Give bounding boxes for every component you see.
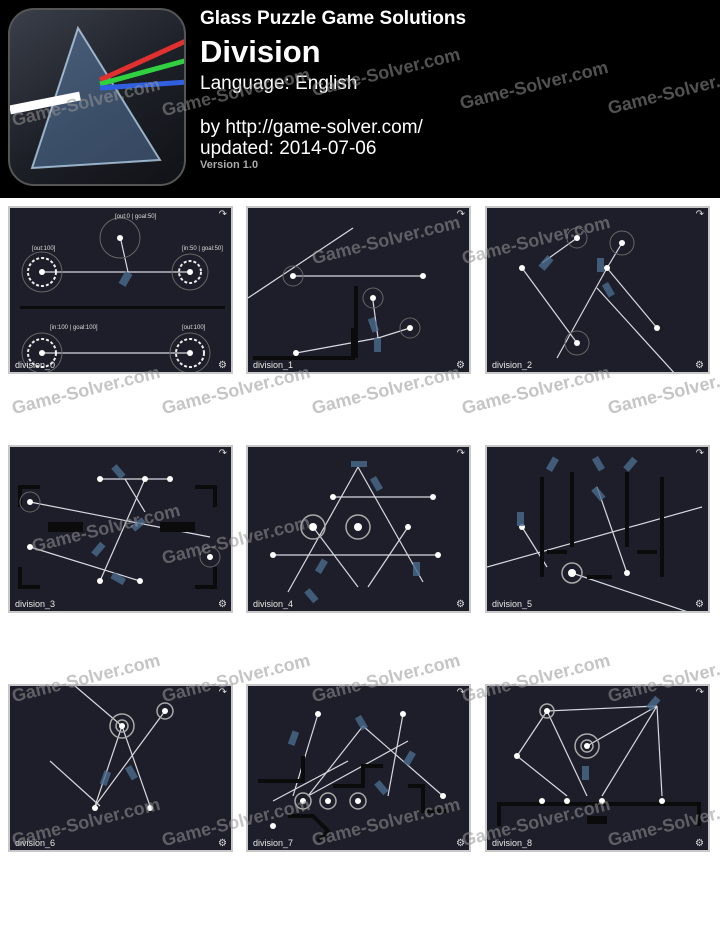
level-tile-division-2[interactable]: division_2 ↷ ⚙ bbox=[485, 206, 710, 374]
level-diagram bbox=[519, 227, 675, 372]
menu-icon[interactable]: ↷ bbox=[218, 687, 227, 698]
annotation: [out:0 | goal:50] bbox=[115, 214, 157, 220]
menu-icon[interactable]: ↷ bbox=[456, 687, 465, 698]
game-title: Glass Puzzle Game Solutions bbox=[200, 8, 467, 29]
gear-icon[interactable]: ⚙ bbox=[456, 838, 465, 849]
annotation: [out:100] bbox=[182, 325, 206, 331]
menu-icon[interactable]: ↷ bbox=[695, 687, 704, 698]
gear-icon[interactable]: ⚙ bbox=[456, 599, 465, 610]
level-tile-division-0[interactable]: [out:0 | goal:50] [out:100] [in:50 | goa… bbox=[8, 206, 233, 374]
gear-icon[interactable]: ⚙ bbox=[456, 360, 465, 371]
level-tile-division-7[interactable]: division_7 ↷ ⚙ bbox=[246, 684, 471, 852]
level-label: division_4 bbox=[253, 599, 294, 609]
language-label: Language: English bbox=[200, 73, 358, 94]
level-diagram bbox=[270, 461, 441, 604]
header: Glass Puzzle Game Solutions Division Lan… bbox=[0, 0, 720, 198]
level-diagram bbox=[487, 455, 703, 611]
gear-icon[interactable]: ⚙ bbox=[695, 360, 704, 371]
level-label: division_6 bbox=[15, 838, 56, 848]
level-label: division_8 bbox=[492, 838, 533, 848]
level-diagram bbox=[18, 464, 221, 589]
source-link[interactable]: by http://game-solver.com/ bbox=[200, 117, 423, 138]
level-label: division_0 bbox=[15, 360, 56, 370]
annotation: [in:100 | goal:100] bbox=[50, 325, 98, 331]
updated-date: updated: 2014-07-06 bbox=[200, 138, 377, 159]
menu-icon[interactable]: ↷ bbox=[218, 448, 227, 459]
app-icon bbox=[8, 8, 186, 186]
level-tile-division-3[interactable]: division_3 ↷ ⚙ bbox=[8, 445, 233, 613]
level-diagram bbox=[248, 227, 426, 360]
level-tile-division-8[interactable]: division_8 ↷ ⚙ bbox=[485, 684, 710, 852]
level-tile-division-1[interactable]: division_1 ↷ ⚙ bbox=[246, 206, 471, 374]
level-label: division_7 bbox=[253, 838, 294, 848]
level-label: division_1 bbox=[253, 360, 294, 370]
menu-icon[interactable]: ↷ bbox=[218, 209, 227, 220]
gear-icon[interactable]: ⚙ bbox=[218, 599, 227, 610]
level-label: division_3 bbox=[15, 599, 56, 609]
level-title: Division bbox=[200, 34, 321, 69]
menu-icon[interactable]: ↷ bbox=[695, 448, 704, 459]
menu-icon[interactable]: ↷ bbox=[456, 209, 465, 220]
menu-icon[interactable]: ↷ bbox=[456, 448, 465, 459]
gear-icon[interactable]: ⚙ bbox=[218, 838, 227, 849]
gear-icon[interactable]: ⚙ bbox=[218, 360, 227, 371]
level-tile-division-4[interactable]: division_4 ↷ ⚙ bbox=[246, 445, 471, 613]
level-diagram bbox=[49, 686, 174, 811]
level-diagram bbox=[497, 695, 701, 826]
level-label: division_2 bbox=[492, 360, 533, 370]
annotation: [out:100] bbox=[32, 246, 56, 252]
gear-icon[interactable]: ⚙ bbox=[695, 838, 704, 849]
gear-icon[interactable]: ⚙ bbox=[695, 599, 704, 610]
level-tile-division-5[interactable]: division_5 ↷ ⚙ bbox=[485, 445, 710, 613]
menu-icon[interactable]: ↷ bbox=[695, 209, 704, 220]
level-diagram bbox=[20, 217, 225, 372]
annotation: [in:50 | goal:50] bbox=[182, 246, 223, 252]
level-diagram bbox=[258, 711, 448, 843]
level-tile-division-6[interactable]: division_6 ↷ ⚙ bbox=[8, 684, 233, 852]
version-label: Version 1.0 bbox=[200, 159, 259, 171]
prism-icon bbox=[10, 25, 184, 170]
level-label: division_5 bbox=[492, 599, 533, 609]
